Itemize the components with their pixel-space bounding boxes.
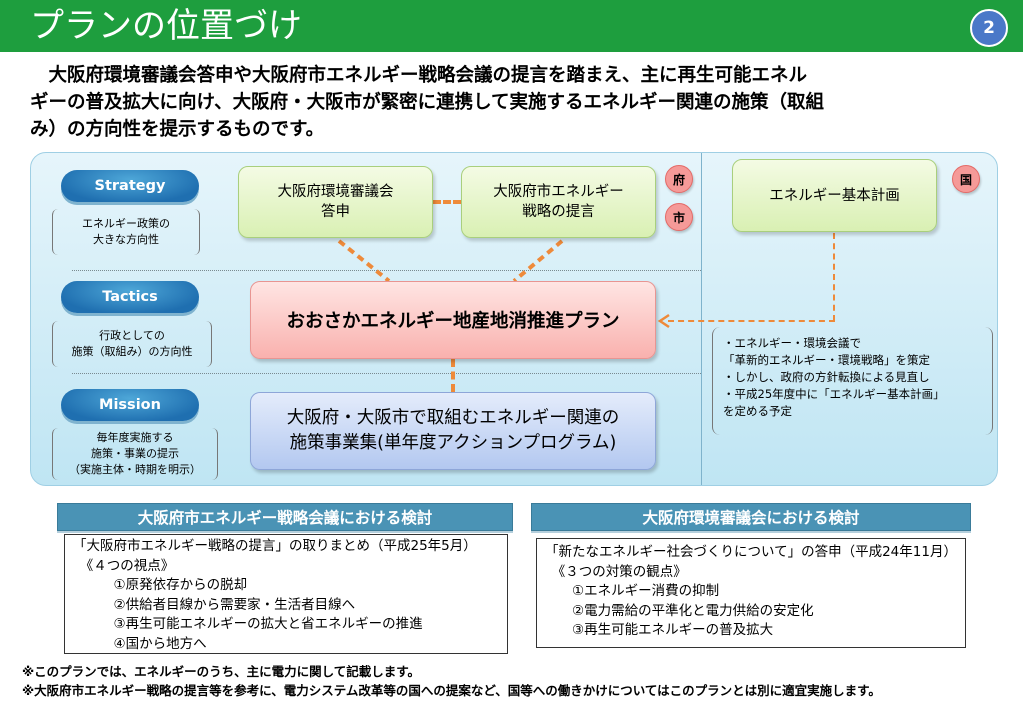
- connector-line: [433, 200, 461, 204]
- note-line: を定める予定: [723, 404, 792, 418]
- desc-line: 大きな方向性: [93, 233, 159, 246]
- action-program-box: 大阪府・大阪市で取組むエネルギー関連の施策事業集(単年度アクションプログラム): [250, 392, 656, 470]
- panel-line: ③再生可能エネルギーの普及拡大: [545, 622, 774, 638]
- panel-line: ①エネルギー消費の抑制: [545, 583, 720, 599]
- note-line: ・平成25年度中に「エネルギー基本計画」: [723, 387, 945, 401]
- connector-line: [335, 239, 395, 283]
- footnotes: ※このプランでは、エネルギーのうち、主に電力に関して記載します。 ※大阪府市エネ…: [22, 662, 1012, 700]
- tactics-description: 行政としての施策（取組み）の方向性: [52, 321, 212, 367]
- strategy-meeting-panel-header: 大阪府市エネルギー戦略会議における検討: [57, 503, 513, 531]
- box-line: 大阪府環境審議会: [277, 184, 394, 200]
- environment-council-panel-header: 大阪府環境審議会における検討: [531, 503, 971, 531]
- strategy-meeting-box: 大阪府市エネルギー戦略の提言: [461, 166, 656, 238]
- panel-line: 「新たなエネルギー社会づくりについて」の答申（平成24年11月）: [545, 544, 957, 560]
- title-bar: [0, 0, 1023, 52]
- panel-line: 「大阪府市エネルギー戦略の提言」の取りまとめ（平成25年5月）: [73, 538, 477, 554]
- mission-description: 毎年度実施する施策・事業の提示 （実施主体・時期を明示）: [52, 428, 218, 480]
- footnote: ※このプランでは、エネルギーのうち、主に電力に関して記載します。: [22, 664, 421, 679]
- box-line: 戦略の提言: [522, 204, 595, 220]
- footnote: ※大阪府市エネルギー戦略の提言等を参考に、電力システム改革等の国への提案など、国…: [22, 683, 881, 698]
- intro-line: み）の方向性を提示するものです。: [30, 119, 325, 140]
- environment-council-panel-body: 「新たなエネルギー社会づくりについて」の答申（平成24年11月） 《３つの対策の…: [536, 538, 966, 648]
- desc-line: 行政としての: [99, 329, 165, 342]
- city-badge: 市: [665, 203, 693, 231]
- national-divider: [701, 153, 702, 485]
- mission-pill: Mission: [61, 389, 199, 421]
- box-line: 大阪府市エネルギー: [493, 184, 624, 200]
- note-line: ・エネルギー・環境会議で: [723, 336, 861, 350]
- box-line: 施策事業集(単年度アクションプログラム): [289, 433, 617, 453]
- panel-line: 《３つの対策の観点》: [545, 563, 687, 580]
- intro-line: 大阪府環境審議会答申や大阪府市エネルギー戦略会議の提言を踏まえ、主に再生可能エネ…: [30, 65, 808, 86]
- strategy-meeting-panel-body: 「大阪府市エネルギー戦略の提言」の取りまとめ（平成25年5月） 《４つの視点》 …: [64, 534, 508, 654]
- strategy-pill: Strategy: [61, 170, 199, 202]
- intro-text: 大阪府環境審議会答申や大阪府市エネルギー戦略会議の提言を踏まえ、主に再生可能エネ…: [30, 62, 995, 143]
- panel-line: 《４つの視点》: [73, 557, 175, 574]
- panel-line: ②電力需給の平準化と電力供給の安定化: [545, 602, 814, 619]
- energy-basic-plan-box: エネルギー基本計画: [732, 159, 937, 232]
- arrow-left-icon: [657, 313, 673, 329]
- page-number-badge: 2: [970, 9, 1008, 47]
- strategy-description: エネルギー政策の大きな方向性: [52, 209, 200, 255]
- note-line: 「革新的エネルギー・環境戦略」を策定: [723, 353, 930, 367]
- national-badge: 国: [952, 165, 980, 193]
- panel-line: ④国から地方へ: [73, 635, 207, 652]
- prefecture-badge: 府: [665, 165, 693, 193]
- connector-line: [451, 359, 455, 392]
- tactics-pill: Tactics: [61, 281, 199, 313]
- desc-line: （実施主体・時期を明示）: [69, 463, 201, 476]
- panel-line: ②供給者目線から需要家・生活者目線へ: [73, 596, 356, 613]
- level-divider: [72, 373, 701, 374]
- desc-line: 施策・事業の提示: [91, 447, 179, 460]
- connector-line: [510, 239, 566, 283]
- desc-line: エネルギー政策の: [82, 217, 170, 230]
- desc-line: 毎年度実施する: [96, 431, 174, 444]
- intro-line: ギーの普及拡大に向け、大阪府・大阪市が緊密に連携して実施するエネルギー関連の施策…: [30, 92, 825, 113]
- box-line: 答申: [321, 204, 350, 220]
- connector-line: [668, 320, 835, 322]
- panel-line: ③再生可能エネルギーの拡大と省エネルギーの推進: [73, 616, 423, 632]
- box-line: 大阪府・大阪市で取組むエネルギー関連の: [286, 408, 620, 428]
- desc-line: 施策（取組み）の方向性: [71, 345, 193, 358]
- note-line: ・しかし、政府の方針転換による見直し: [723, 370, 930, 384]
- plan-box: おおさかエネルギー地産地消推進プラン: [250, 281, 656, 359]
- connector-line: [833, 233, 835, 321]
- environment-council-box: 大阪府環境審議会答申: [238, 166, 433, 238]
- panel-line: ①原発依存からの脱却: [73, 577, 248, 593]
- slide-title: プランの位置づけ: [30, 6, 302, 46]
- national-note: ・エネルギー・環境会議で 「革新的エネルギー・環境戦略」を策定 ・しかし、政府の…: [712, 327, 993, 435]
- level-divider: [72, 270, 701, 271]
